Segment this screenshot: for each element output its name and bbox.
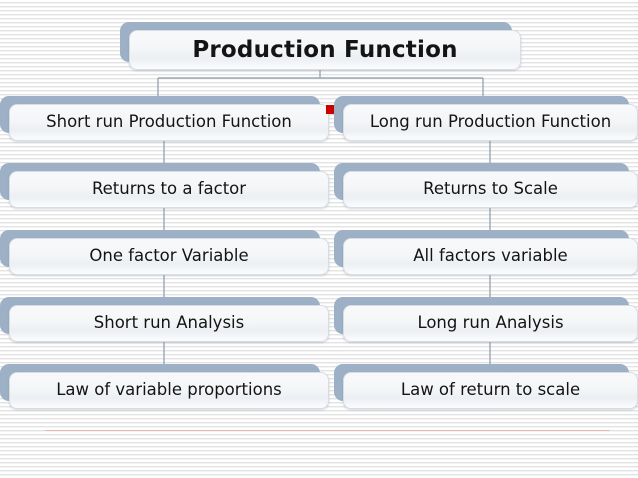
node-all-factors-variable[interactable]: All factors variable bbox=[334, 230, 638, 275]
node-short-run-production-function[interactable]: Short run Production Function bbox=[0, 96, 329, 141]
node-label: Long run Production Function bbox=[369, 112, 612, 132]
node-label: Production Function bbox=[192, 36, 458, 63]
node-card: All factors variable bbox=[343, 238, 638, 275]
node-card: Returns to a factor bbox=[9, 171, 329, 208]
red-square-marker bbox=[326, 105, 334, 114]
node-returns-to-a-factor[interactable]: Returns to a factor bbox=[0, 163, 329, 208]
node-label: One factor Variable bbox=[89, 246, 249, 266]
node-card: One factor Variable bbox=[9, 238, 329, 275]
node-label: Long run Analysis bbox=[417, 313, 564, 333]
bottom-divider-rule bbox=[45, 430, 610, 431]
node-label: All factors variable bbox=[413, 246, 568, 266]
node-long-run-production-function[interactable]: Long run Production Function bbox=[334, 96, 638, 141]
node-short-run-analysis[interactable]: Short run Analysis bbox=[0, 297, 329, 342]
node-label: Short run Analysis bbox=[93, 313, 245, 333]
node-label: Returns to a factor bbox=[91, 179, 247, 199]
node-law-of-return-to-scale[interactable]: Law of return to scale bbox=[334, 364, 638, 409]
node-card: Law of variable proportions bbox=[9, 372, 329, 409]
node-label: Short run Production Function bbox=[46, 112, 292, 132]
node-law-of-variable-proportions[interactable]: Law of variable proportions bbox=[0, 364, 329, 409]
node-card: Long run Production Function bbox=[343, 104, 638, 141]
node-root-production-function[interactable]: Production Function bbox=[120, 22, 521, 70]
node-card: Production Function bbox=[129, 30, 521, 70]
node-card: Short run Production Function bbox=[9, 104, 329, 141]
node-label: Returns to Scale bbox=[423, 179, 558, 199]
node-card: Returns to Scale bbox=[343, 171, 638, 208]
node-long-run-analysis[interactable]: Long run Analysis bbox=[334, 297, 638, 342]
node-one-factor-variable[interactable]: One factor Variable bbox=[0, 230, 329, 275]
node-returns-to-scale[interactable]: Returns to Scale bbox=[334, 163, 638, 208]
node-card: Short run Analysis bbox=[9, 305, 329, 342]
node-card: Law of return to scale bbox=[343, 372, 638, 409]
node-label: Law of variable proportions bbox=[56, 380, 282, 400]
node-card: Long run Analysis bbox=[343, 305, 638, 342]
node-label: Law of return to scale bbox=[400, 380, 581, 400]
